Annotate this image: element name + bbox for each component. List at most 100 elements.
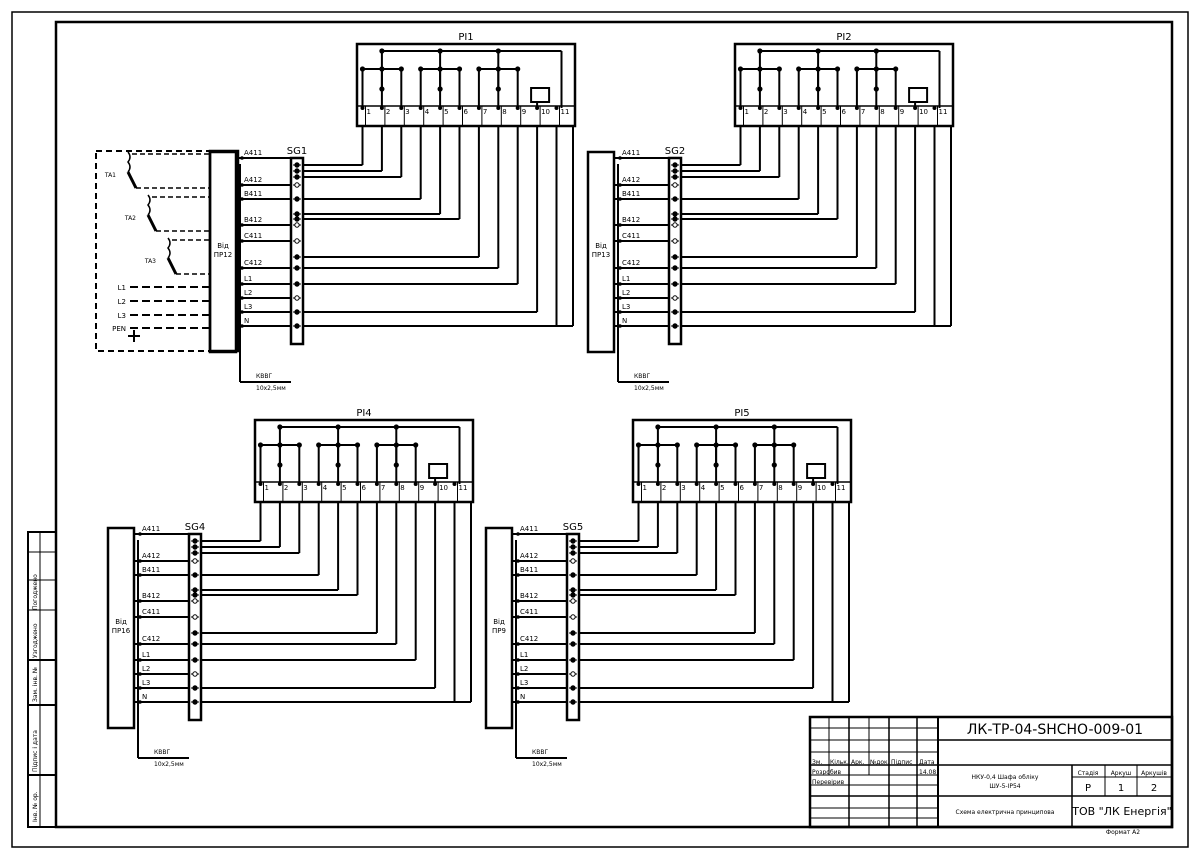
phase-label: L1: [118, 284, 126, 292]
terminal-number: 8: [400, 484, 404, 492]
sheets-value: 2: [1151, 783, 1157, 794]
junction-dot: [294, 323, 300, 329]
cable-type: КВВГ: [256, 373, 272, 380]
junction-dot: [192, 587, 198, 593]
wire-label: L2: [142, 665, 150, 673]
meter-label: PI2: [836, 32, 851, 43]
junction-dot: [570, 641, 576, 647]
terminal-number: 3: [783, 108, 787, 116]
junction-dot: [570, 538, 576, 544]
ct-coil: [147, 194, 151, 216]
junction-dot: [618, 223, 622, 227]
junction-dot: [570, 685, 576, 691]
terminal-screw: [294, 222, 300, 228]
test-block-sg: [565, 532, 581, 722]
junction-dot: [192, 641, 198, 647]
terminal-number: 4: [701, 484, 706, 492]
junction-dot: [335, 462, 341, 468]
stamp-coordinated: Узгоджено: [32, 623, 39, 658]
junction-dot: [277, 462, 283, 468]
junction-dot: [240, 197, 244, 201]
junction-dot: [452, 482, 457, 486]
wire-label: L3: [244, 303, 252, 311]
stamp-original-inv: Інв. № ор.: [32, 791, 39, 822]
junction-dot: [570, 544, 576, 550]
checked-by-label: Перевірив: [812, 779, 845, 786]
sheet-title: Схема електрична принципова: [956, 809, 1055, 816]
junction-dot: [495, 86, 501, 92]
ct-label: TA3: [144, 258, 156, 265]
junction-dot: [294, 265, 300, 271]
junction-dot: [138, 686, 142, 690]
wire-label: C411: [244, 232, 262, 240]
junction-dot: [240, 183, 244, 187]
junction-dot: [192, 572, 198, 578]
junction-dot: [294, 162, 300, 168]
junction-dot: [240, 266, 244, 270]
ct-coil: [127, 151, 131, 173]
wire-label: N: [520, 693, 525, 701]
wire-label: N: [244, 317, 249, 325]
junction-dot: [294, 281, 300, 287]
wire-label: A412: [142, 552, 160, 560]
junction-dot: [618, 197, 622, 201]
ct-label: TA2: [124, 215, 136, 222]
terminal-number: 6: [362, 484, 367, 492]
wire-label: L2: [622, 289, 630, 297]
junction-dot: [932, 106, 937, 110]
junction-dot: [192, 699, 198, 705]
terminal-number: 11: [939, 108, 948, 116]
side-stamp: Погоджено Узгоджено Зам. інв. № Підпис і…: [27, 531, 57, 828]
junction-dot: [672, 168, 678, 174]
junction-dot: [240, 156, 244, 160]
terminal-number: 2: [764, 108, 768, 116]
stamp-replaced-inv: Зам. інв. №: [32, 667, 39, 702]
wire-label: L2: [520, 665, 528, 673]
junction-dot: [618, 239, 622, 243]
junction-dot: [655, 462, 661, 468]
terminal-number: 11: [837, 484, 846, 492]
junction-dot: [516, 686, 520, 690]
source-panel-ct: [208, 149, 240, 353]
terminal-number: 4: [803, 108, 808, 116]
developed-by-label: Розробив: [812, 769, 842, 776]
junction-dot: [672, 323, 678, 329]
junction-dot: [294, 211, 300, 217]
ct-bar: [166, 257, 178, 275]
wire-label: A411: [142, 525, 160, 533]
header-date: Дата: [919, 759, 935, 766]
junction-dot: [672, 254, 678, 260]
junction-dot: [516, 642, 520, 646]
terminal-screw: [570, 614, 576, 620]
junction-dot: [570, 550, 576, 556]
junction-dot: [672, 196, 678, 202]
terminal-number: 7: [759, 484, 763, 492]
junction-dot: [393, 462, 399, 468]
junction-dot: [138, 532, 142, 536]
terminal-screw: [570, 598, 576, 604]
wire-label: N: [622, 317, 627, 325]
cable-size: 10x2,5мм: [256, 385, 286, 392]
test-block-sg: [667, 156, 683, 346]
junction-dot: [618, 324, 622, 328]
wire-label: A412: [622, 176, 640, 184]
junction-dot: [570, 657, 576, 663]
terminal-number: 5: [444, 108, 448, 116]
junction-dot: [618, 183, 622, 187]
source-panel: [106, 526, 136, 730]
junction-dot: [570, 587, 576, 593]
junction-dot: [516, 599, 520, 603]
terminal-number: 4: [425, 108, 430, 116]
terminal-number: 1: [265, 484, 269, 492]
wire-label: L3: [520, 679, 528, 687]
terminal-number: 8: [502, 108, 506, 116]
terminal-screw: [570, 671, 576, 677]
test-block-label: SG5: [563, 522, 583, 533]
wire-label: C412: [142, 635, 160, 643]
wire-label: A412: [520, 552, 538, 560]
junction-dot: [672, 211, 678, 217]
project-name-line1: НКУ-0,4 Шафа обліку: [972, 774, 1039, 781]
junction-dot: [294, 309, 300, 315]
junction-dot: [516, 700, 520, 704]
